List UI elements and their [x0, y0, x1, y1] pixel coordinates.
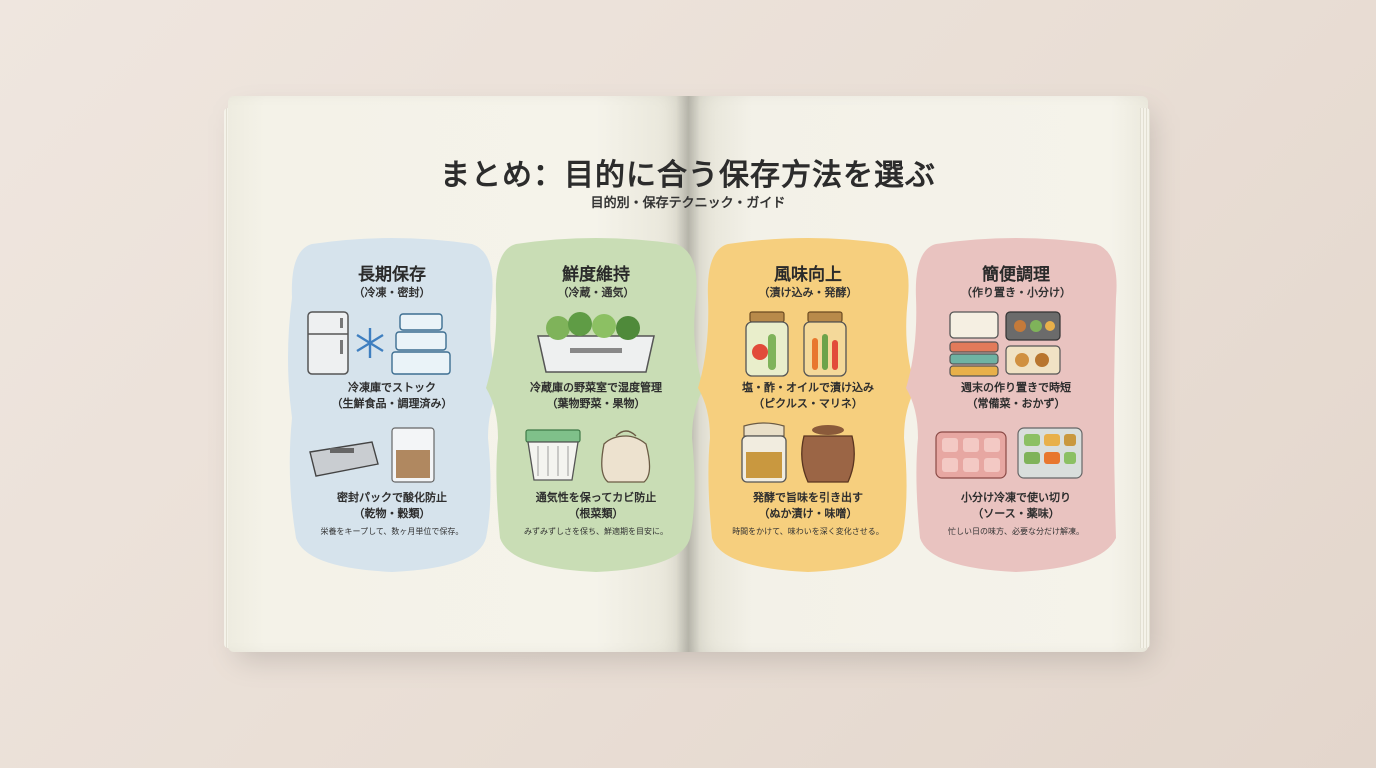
panel-subtitle: （漬け込み・発酵）: [758, 286, 858, 299]
panel-flavor: 風味向上 （漬け込み・発酵） 塩・酢・オイルで漬け込み （ピクルス・マリネ） 発…: [698, 238, 918, 574]
vegetable-drawer-icon: [537, 312, 655, 373]
caption-line: 塩・酢・オイルで漬け込み: [742, 381, 874, 394]
panel-title: 簡便調理: [982, 265, 1050, 285]
caption-line: 通気性を保ってカビ防止: [535, 491, 657, 504]
caption-line: 冷凍庫でストック: [348, 381, 436, 394]
caption-primary: 冷凍庫でストック （生鮮食品・調理済み）: [282, 380, 502, 412]
caption-line: 密封パックで酸化防止: [337, 491, 447, 504]
caption-line: （葉物野菜・果物）: [546, 397, 646, 410]
caption-secondary: 通気性を保ってカビ防止 （根菜類）: [486, 490, 706, 522]
container-stack-icon: [391, 313, 451, 375]
page-edges-right: [1140, 108, 1150, 648]
cloth-bag-icon: [601, 430, 651, 483]
caption-line: （乾物・穀類）: [353, 507, 431, 520]
caption-line: （ソース・薬味）: [972, 507, 1060, 520]
caption-primary: 冷蔵庫の野菜室で湿度管理 （葉物野菜・果物）: [486, 380, 706, 412]
snowflake-icon: [356, 328, 384, 358]
caption-line: （ピクルス・マリネ）: [753, 397, 863, 410]
page-title: まとめ：目的に合う保存方法を選ぶ: [440, 158, 936, 193]
panel-subtitle: （作り置き・小分け）: [961, 286, 1071, 299]
panel-long-term-storage: 長期保存 （冷凍・密封） 冷凍庫でストック （生鮮食品・調理済み） 密封パックで…: [282, 238, 502, 574]
panel-title: 鮮度維持: [562, 265, 630, 285]
caption-line: （ぬか漬け・味噌）: [758, 507, 858, 520]
caption-secondary: 発酵で旨味を引き出す （ぬか漬け・味噌）: [698, 490, 918, 522]
panel-note: 栄養をキープして、数ヶ月単位で保存。: [320, 527, 464, 536]
caption-line: （生鮮食品・調理済み）: [331, 397, 453, 410]
sealed-bag-icon: [391, 427, 435, 483]
caption-line: 小分け冷凍で使い切り: [961, 491, 1071, 504]
caption-line: （根菜類）: [568, 507, 624, 520]
panel-note: みずみずしさを保ち、鮮適期を目安に。: [524, 527, 668, 536]
caption-secondary: 密封パックで酸化防止 （乾物・穀類）: [282, 490, 502, 522]
panel-subtitle: （冷凍・密封）: [353, 286, 431, 299]
crock-pot-icon: [801, 425, 855, 483]
ice-cube-tray-icon: [935, 427, 1083, 479]
panel-blob: [486, 238, 704, 572]
miso-jar-icon: [741, 422, 855, 483]
panel-note: 忙しい日の味方、必要な分だけ解凍。: [948, 527, 1084, 536]
panel-note: 時間をかけて、味わいを深く変化させる。: [732, 527, 884, 536]
caption-line: 週末の作り置きで時短: [961, 381, 1071, 394]
panel-title: 風味向上: [774, 265, 842, 285]
panel-easy-cooking: 簡便調理 （作り置き・小分け） 週末の作り置きで時短 （常備菜・おかず） 小分け…: [906, 238, 1126, 574]
caption-primary: 塩・酢・オイルで漬け込み （ピクルス・マリネ）: [698, 380, 918, 412]
caption-line: （常備菜・おかず）: [966, 397, 1066, 410]
basket-icon: [525, 429, 651, 483]
panel-title: 長期保存: [358, 265, 426, 285]
marinade-jar-icon: [803, 311, 847, 377]
refrigerator-icon: [307, 311, 451, 375]
caption-secondary: 小分け冷凍で使い切り （ソース・薬味）: [906, 490, 1126, 522]
panel-freshness: 鮮度維持 （冷蔵・通気） 冷蔵庫の野菜室で湿度管理 （葉物野菜・果物） 通気性を…: [486, 238, 706, 574]
caption-line: 冷蔵庫の野菜室で湿度管理: [530, 381, 662, 394]
meal-prep-box-icon: [949, 311, 1061, 377]
caption-primary: 週末の作り置きで時短 （常備菜・おかず）: [906, 380, 1126, 412]
panel-subtitle: （冷蔵・通気）: [557, 286, 635, 299]
vacuum-sealer-icon: [309, 427, 435, 483]
page-subtitle: 目的別・保存テクニック・ガイド: [590, 196, 786, 211]
caption-line: 発酵で旨味を引き出す: [753, 491, 863, 504]
pickle-jar-icon: [745, 311, 847, 377]
